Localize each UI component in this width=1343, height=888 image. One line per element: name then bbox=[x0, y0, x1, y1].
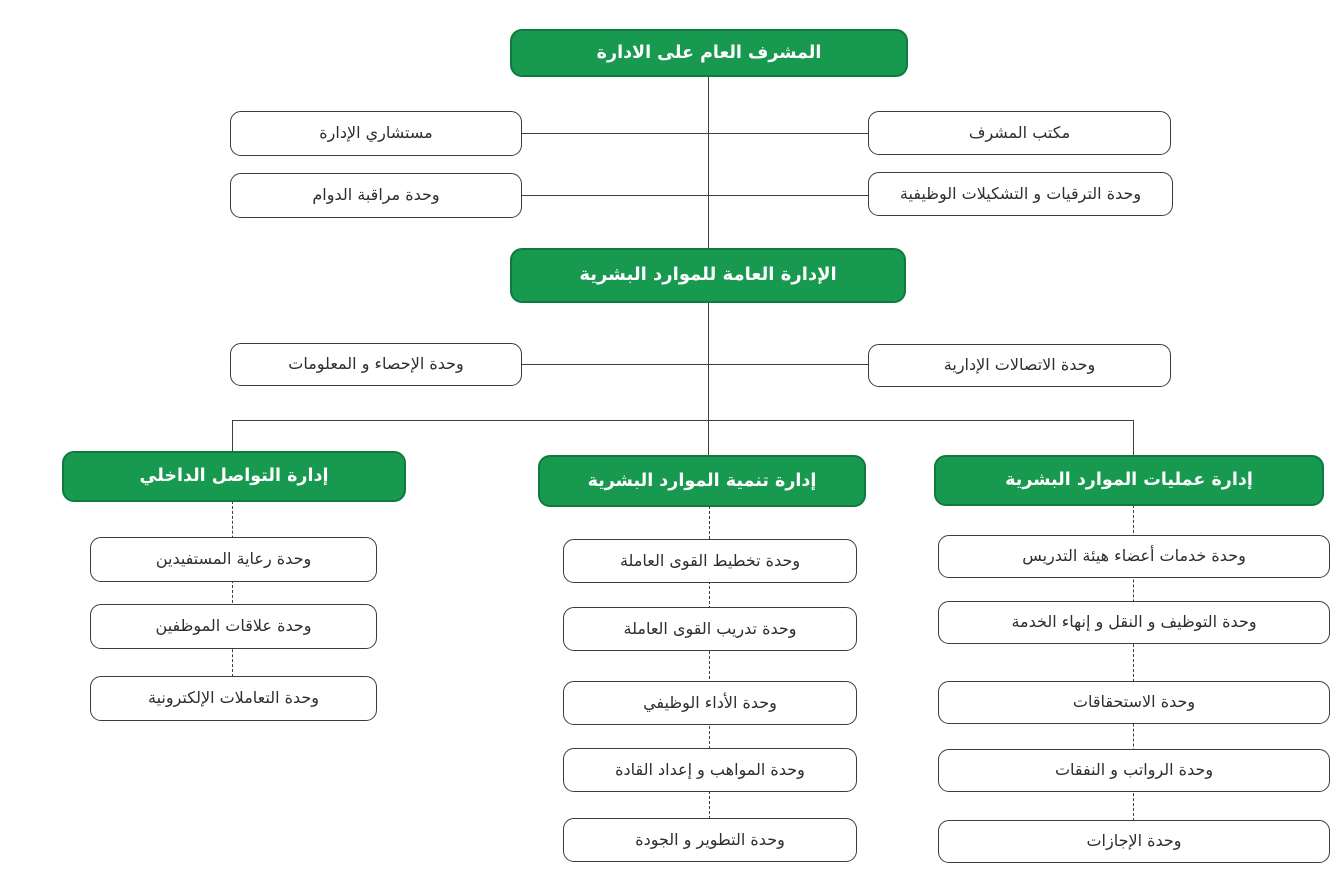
connector-dept1-units-dashed bbox=[232, 501, 233, 677]
node-unit-leaves: وحدة الإجازات bbox=[938, 820, 1330, 863]
node-dept-internal-communication: إدارة التواصل الداخلي bbox=[62, 451, 406, 502]
connector-branch-right-drop bbox=[1133, 420, 1134, 456]
connector-dept2-units-dashed bbox=[709, 506, 710, 819]
node-dept-hr-development: إدارة تنمية الموارد البشرية bbox=[538, 455, 866, 507]
node-administrative-communications-unit: وحدة الاتصالات الإدارية bbox=[868, 344, 1171, 387]
connector-root-vertical bbox=[708, 77, 709, 249]
node-general-hr-management: الإدارة العامة للموارد البشرية bbox=[510, 248, 906, 303]
node-attendance-monitoring-unit: وحدة مراقبة الدوام bbox=[230, 173, 522, 218]
connector-gm-staff-row bbox=[522, 364, 868, 365]
node-unit-workforce-planning: وحدة تخطيط القوى العاملة bbox=[563, 539, 857, 583]
connector-branch-left-drop bbox=[232, 420, 233, 452]
node-unit-development-quality: وحدة التطوير و الجودة bbox=[563, 818, 857, 862]
connector-staff-row2 bbox=[522, 195, 868, 196]
node-unit-recruitment-transfer-termination: وحدة التوظيف و النقل و إنهاء الخدمة bbox=[938, 601, 1330, 644]
node-unit-electronic-transactions: وحدة التعاملات الإلكترونية bbox=[90, 676, 377, 721]
node-unit-workforce-training: وحدة تدريب القوى العاملة bbox=[563, 607, 857, 651]
node-unit-job-performance: وحدة الأداء الوظيفي bbox=[563, 681, 857, 725]
connector-dept3-units-dashed bbox=[1133, 505, 1134, 821]
node-unit-employee-relations: وحدة علاقات الموظفين bbox=[90, 604, 377, 649]
node-unit-talent-leadership: وحدة المواهب و إعداد القادة bbox=[563, 748, 857, 792]
connector-staff-row1 bbox=[522, 133, 868, 134]
node-statistics-information-unit: وحدة الإحصاء و المعلومات bbox=[230, 343, 522, 386]
node-unit-beneficiary-care: وحدة رعاية المستفيدين bbox=[90, 537, 377, 582]
connector-branch-horizontal bbox=[232, 420, 1134, 421]
node-general-supervisor: المشرف العام على الادارة bbox=[510, 29, 908, 77]
connector-gm-vertical bbox=[708, 302, 709, 456]
node-supervisor-office: مكتب المشرف bbox=[868, 111, 1171, 155]
node-unit-entitlements: وحدة الاستحقاقات bbox=[938, 681, 1330, 724]
node-unit-salaries-expenses: وحدة الرواتب و النفقات bbox=[938, 749, 1330, 792]
node-unit-faculty-services: وحدة خدمات أعضاء هيئة التدريس bbox=[938, 535, 1330, 578]
node-promotions-formations-unit: وحدة الترقيات و التشكيلات الوظيفية bbox=[868, 172, 1173, 216]
node-dept-hr-operations: إدارة عمليات الموارد البشرية bbox=[934, 455, 1324, 506]
node-administration-consultants: مستشاري الإدارة bbox=[230, 111, 522, 156]
